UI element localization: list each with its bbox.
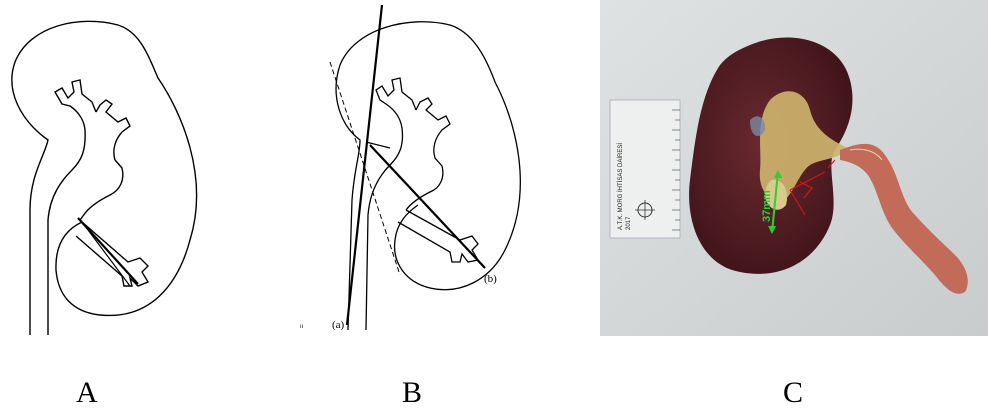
label-b: (b)	[484, 273, 497, 285]
figure-panel-a	[0, 0, 200, 340]
ruler: A.T.K. MORG İHTİSAS DAİRESİ 2017	[610, 100, 680, 238]
figure-panel-b: (b) (a) ıı	[300, 0, 540, 340]
ruler-text: A.T.K. MORG İHTİSAS DAİRESİ	[617, 143, 624, 230]
axis-line-a	[347, 5, 382, 325]
ruler-year: 2017	[626, 216, 632, 230]
kidney-drawing-a	[0, 0, 200, 340]
kidney-photo: A.T.K. MORG İHTİSAS DAİRESİ 2017 37mm	[600, 0, 988, 336]
caption-a: A	[76, 378, 98, 408]
label-a: (a)	[332, 319, 345, 331]
kidney-drawing-b: (b) (a) ıı	[300, 0, 540, 340]
caption-c: C	[783, 378, 803, 408]
measurement-label: 37mm	[761, 190, 773, 222]
axis-line-b	[370, 145, 485, 268]
figure-panel-c: A.T.K. MORG İHTİSAS DAİRESİ 2017 37mm	[600, 0, 988, 336]
svg-text:ıı: ıı	[300, 324, 304, 330]
caption-b: B	[402, 378, 422, 408]
